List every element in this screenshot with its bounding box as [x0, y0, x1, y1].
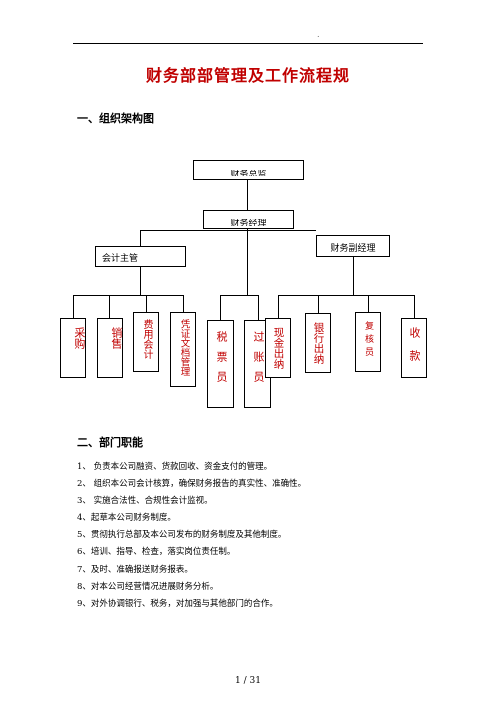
org-box-accounting-supervisor: 会计主管	[95, 246, 186, 267]
org-label-director: 财务总监	[230, 170, 267, 176]
org-label-collection: 收款	[408, 327, 421, 373]
page-number: 1 / 31	[235, 676, 261, 686]
org-box-director: 财务总监	[193, 160, 304, 180]
list-item: 4、起草本公司财务制度。	[77, 513, 176, 524]
list-item: 5、贯彻执行总部及本公司发布的财务制度及其他制度。	[77, 530, 287, 541]
org-label-cashier-cash: 现金出纳	[272, 327, 285, 369]
org-label-reviewer: 复核员	[363, 321, 373, 360]
org-box-archive: 凭证文档管理	[170, 312, 196, 387]
org-label-purchasing: 采购	[72, 327, 86, 349]
org-box-expense-accounting: 费用会计	[133, 312, 159, 372]
list-item: 6、培训、指导、检查，落实岗位责任制。	[77, 547, 236, 558]
org-label-manager: 财务经理	[230, 219, 267, 226]
org-box-cashier-bank: 银行出纳	[305, 313, 331, 373]
org-label-tax: 税票员	[215, 331, 228, 391]
list-item: 3、 实施合法性、合规性会计监视。	[77, 496, 213, 507]
org-box-cashier-cash: 现金出纳	[265, 318, 291, 378]
document-title: 财务部部管理及工作流程规	[145, 66, 350, 85]
list-item: 2、 组织本公司会计核算，确保财务报告的真实性、准确性。	[77, 479, 307, 490]
org-box-reviewer: 复核员	[355, 312, 381, 372]
list-item: 9、对外协调银行、税务，对加强与其他部门的合作。	[77, 598, 278, 609]
org-box-tax: 税票员	[207, 320, 234, 408]
org-box-manager: 财务经理	[203, 210, 294, 229]
org-label-sales: 销售	[109, 327, 123, 349]
list-item: 8、对本公司经营情况进展财务分析。	[77, 581, 219, 592]
section-heading-org: 一、组织架构图	[77, 112, 154, 125]
org-box-purchasing: 采购	[60, 318, 86, 378]
list-item: 7、及时、准确报送财务报表。	[77, 564, 193, 575]
org-box-collection: 收款	[401, 318, 427, 378]
list-item: 1、 负责本公司融资、货款回收、资金支付的管理。	[77, 462, 273, 472]
org-label-deputy-manager: 财务副经理	[330, 244, 376, 254]
org-box-deputy-manager: 财务副经理	[316, 235, 390, 257]
org-label-posting: 过账员	[252, 331, 265, 391]
org-box-sales: 销售	[97, 318, 123, 378]
header-rule	[73, 43, 423, 44]
org-label-cashier-bank: 银行出纳	[312, 322, 325, 364]
section-heading-functions: 二、部门职能	[77, 436, 143, 449]
org-label-accounting-supervisor: 会计主管	[102, 254, 139, 264]
org-label-archive: 凭证文档管理	[178, 319, 190, 376]
duties-list: 1、 负责本公司融资、货款回收、资金支付的管理。 2、 组织本公司会计核算，确保…	[77, 459, 437, 613]
org-label-expense-accounting: 费用会计	[141, 319, 152, 359]
header-mark: .	[317, 30, 320, 39]
